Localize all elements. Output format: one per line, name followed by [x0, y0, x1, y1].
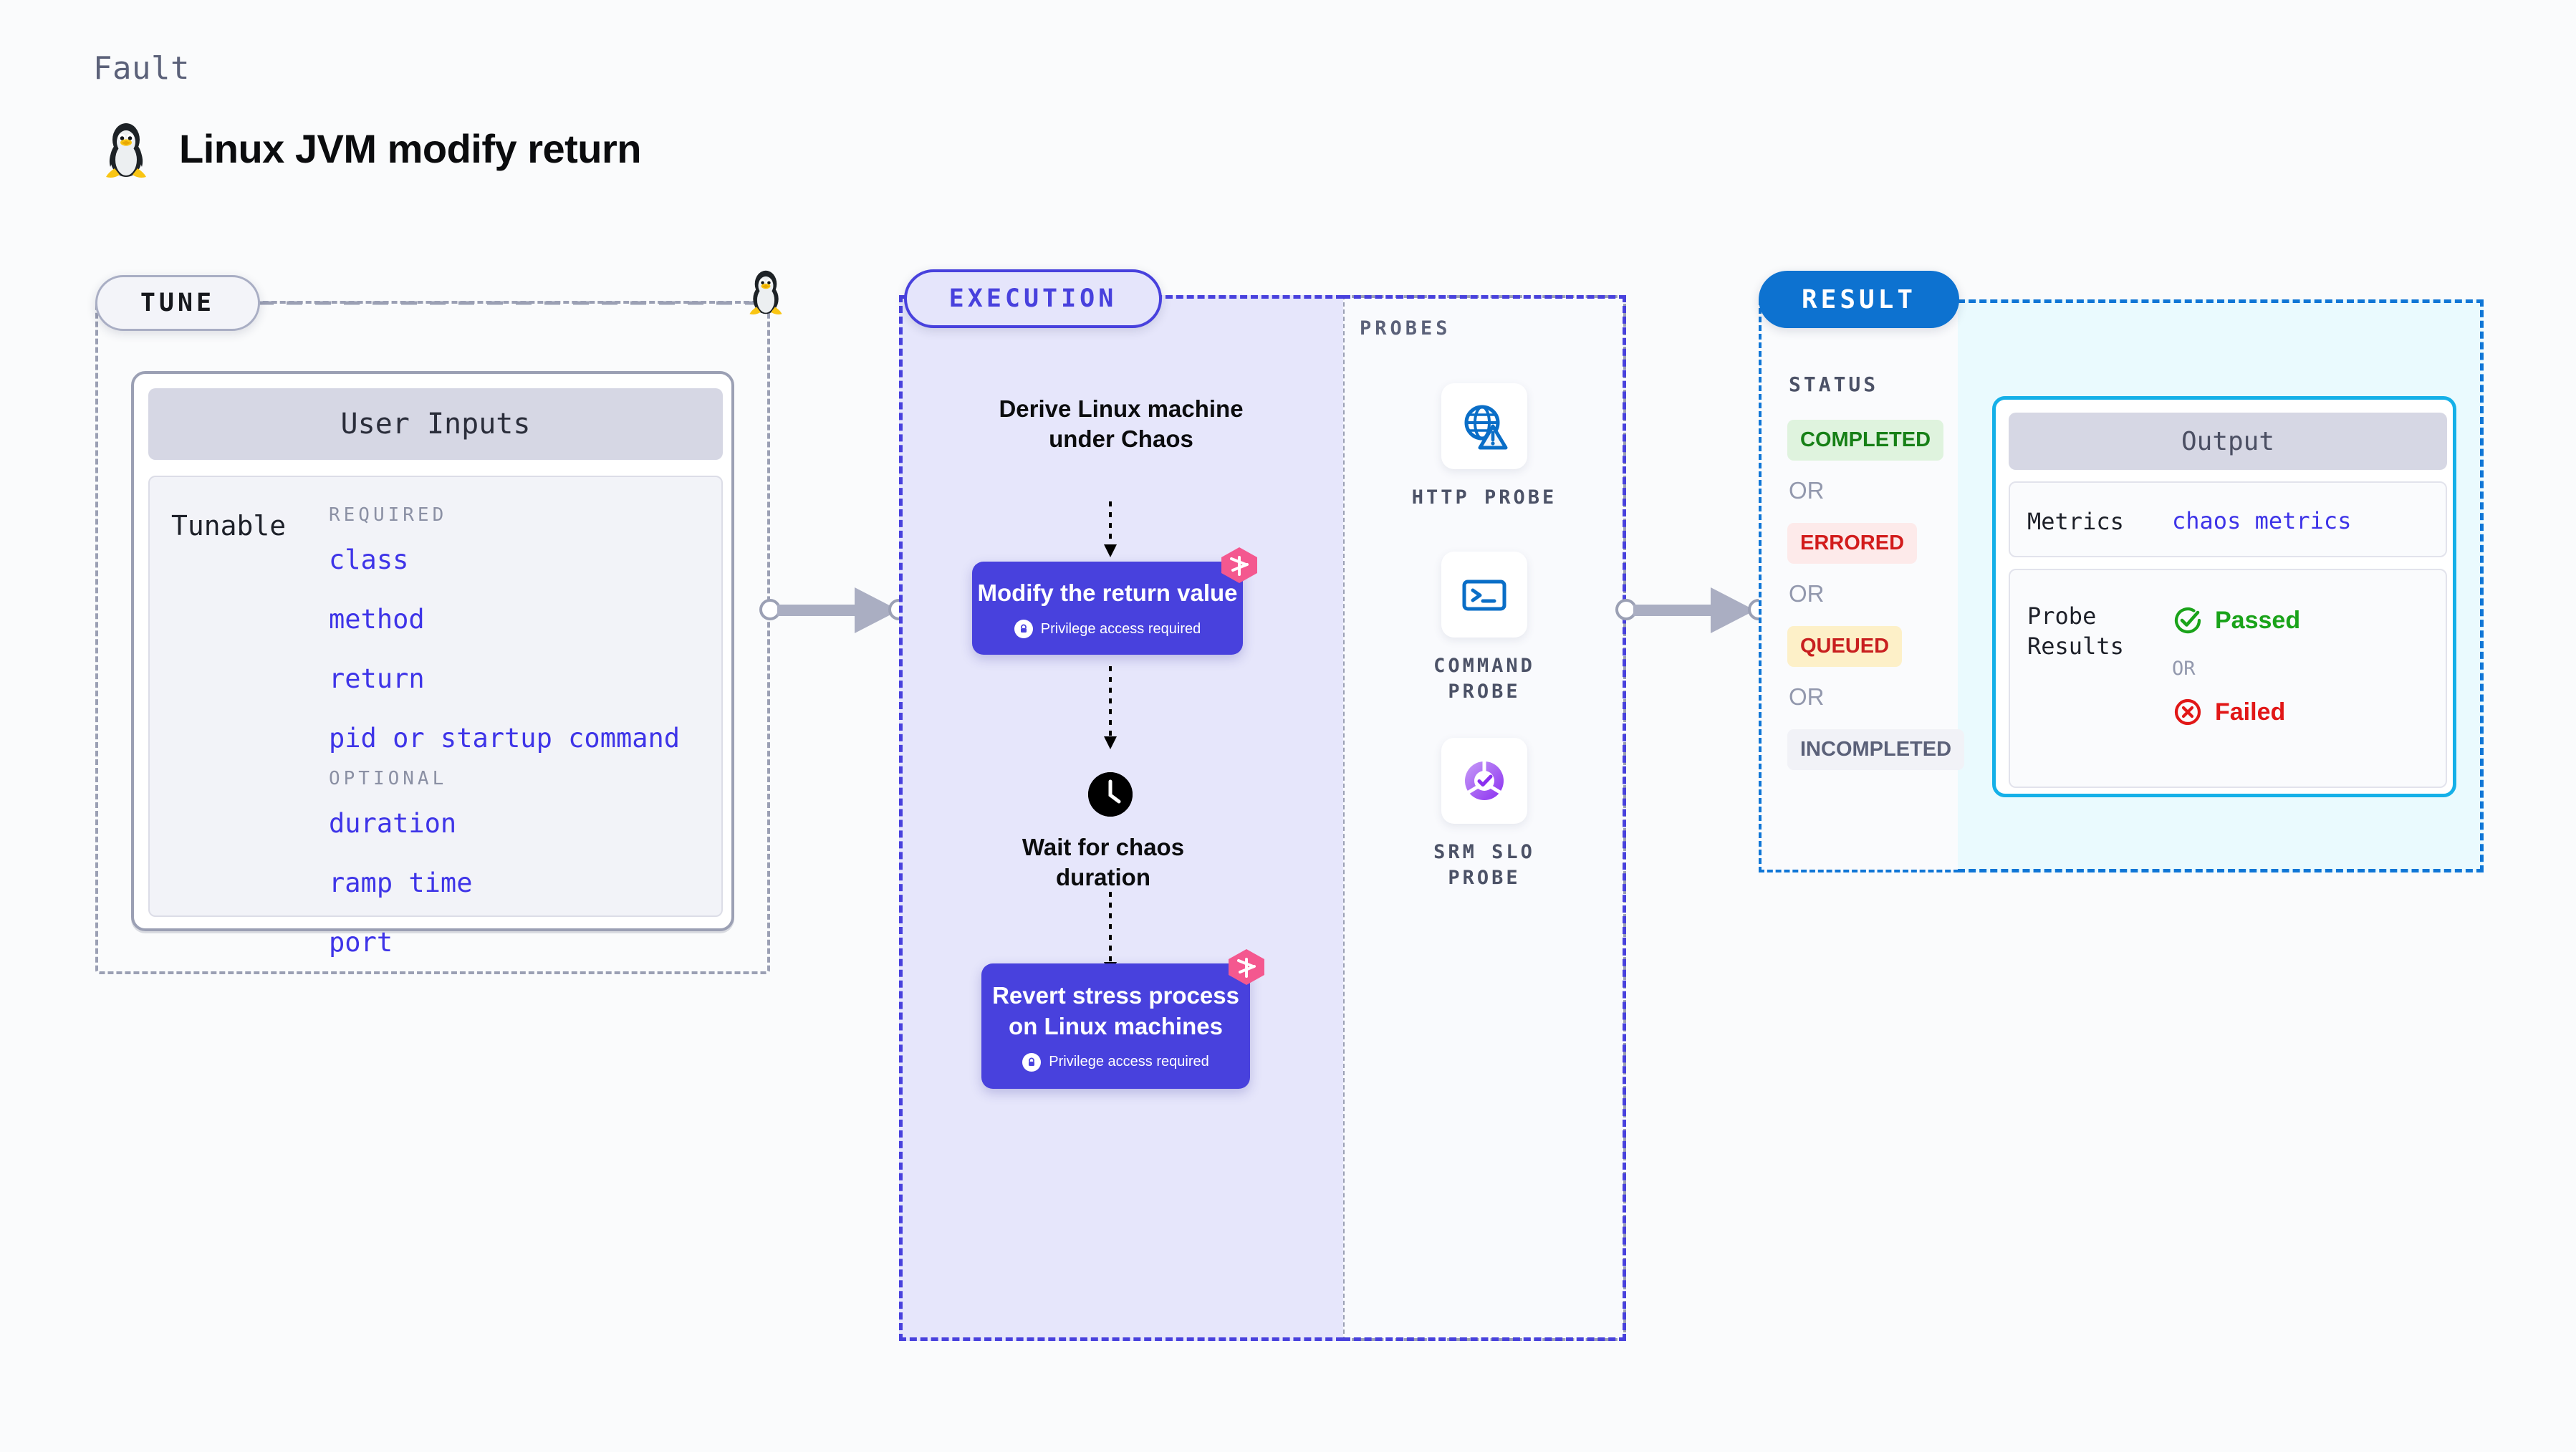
output-card: Output Metrics chaos metrics Probe Resul… [1992, 396, 2456, 797]
harness-logo-icon [1229, 949, 1264, 985]
metrics-value-link[interactable]: chaos metrics [2172, 507, 2352, 534]
result-pill[interactable]: RESULT [1759, 271, 1959, 328]
user-inputs-card: User Inputs Tunable REQUIRED class metho… [131, 371, 734, 958]
x-circle-icon [2174, 698, 2201, 726]
probe-command[interactable]: COMMAND PROBE [1395, 552, 1574, 706]
flow-step-revert-label: Revert stress process on Linux machines [992, 982, 1239, 1039]
privilege-note-1-text: Privilege access required [1040, 620, 1201, 637]
probe-results-key: Probe Results [2027, 602, 2124, 660]
privilege-note-2: Privilege access required [1022, 1052, 1209, 1072]
page-title-row: Linux JVM modify return [100, 118, 642, 178]
input-ramp-time[interactable]: ramp time [329, 867, 473, 898]
lock-icon [1014, 620, 1033, 639]
slo-check-icon [1441, 738, 1527, 824]
flow-step-revert-box[interactable]: Revert stress process on Linux machines … [981, 949, 1264, 1089]
optional-group-label: OPTIONAL [329, 768, 448, 789]
execution-pill[interactable]: EXECUTION [904, 269, 1162, 328]
probe-result-or: OR [2172, 658, 2196, 680]
probe-http-label: HTTP PROBE [1411, 486, 1557, 509]
required-group-label: REQUIRED [329, 504, 448, 526]
tune-pill[interactable]: TUNE [95, 275, 260, 331]
status-badge-queued: QUEUED [1787, 626, 1903, 667]
input-method[interactable]: method [329, 604, 425, 635]
lock-icon [1022, 1052, 1042, 1072]
flow-step-modify-return-label: Modify the return value [977, 579, 1238, 606]
flow-step-derive-label: Derive Linux machine under Chaos [999, 395, 1244, 453]
linux-penguin-icon [106, 123, 146, 178]
check-circle-icon [2174, 607, 2201, 634]
tune-top-dashed-line [258, 301, 766, 305]
user-inputs-header: User Inputs [148, 388, 723, 460]
harness-logo-icon [1221, 547, 1257, 583]
execution-panel [899, 295, 1343, 1341]
tune-to-execution-arrow [777, 587, 899, 633]
probe-command-label: COMMAND PROBE [1433, 655, 1535, 703]
probes-title: PROBES [1360, 317, 1451, 340]
status-badge-incompleted: INCOMPLETED [1787, 729, 1965, 770]
flow-step-modify-return-box[interactable]: Modify the return value Privilege access… [972, 547, 1257, 655]
privilege-note-2-text: Privilege access required [1049, 1054, 1209, 1070]
tunable-inputs-column: REQUIRED class method return pid or star… [329, 504, 701, 986]
probe-srm-slo-label: SRM SLO PROBE [1433, 841, 1535, 890]
status-or-1: OR [1789, 477, 1825, 504]
status-badge-errored: ERRORED [1787, 523, 1918, 564]
input-port[interactable]: port [329, 927, 393, 958]
tune-penguin-icon [749, 270, 782, 315]
status-or-3: OR [1789, 683, 1825, 710]
status-title: STATUS [1789, 372, 1879, 396]
input-class[interactable]: class [329, 544, 409, 575]
flow-step-wait-label: Wait for chaos duration [1022, 834, 1185, 891]
output-card-header: Output [2009, 413, 2447, 470]
input-return[interactable]: return [329, 663, 425, 694]
probe-http[interactable]: HTTP PROBE [1395, 383, 1574, 511]
status-or-2: OR [1789, 580, 1825, 607]
user-inputs-body: Tunable REQUIRED class method return pid… [148, 476, 723, 958]
probe-result-passed-label: Passed [2215, 606, 2301, 634]
clock-icon [1088, 772, 1133, 817]
tunable-label: Tunable [171, 510, 287, 542]
flow-arrow-2 [1104, 666, 1117, 749]
privilege-note-1: Privilege access required [1014, 620, 1201, 639]
execution-to-result-arrow [1633, 587, 1755, 633]
page-kicker: Fault [93, 50, 190, 87]
output-metrics-row: Metrics chaos metrics [2009, 481, 2447, 557]
probe-result-failed: Failed [2172, 696, 2285, 728]
input-duration[interactable]: duration [329, 808, 457, 839]
output-probe-results-row: Probe Results Passed OR Failed [2009, 569, 2447, 788]
input-pid-or-startup-command[interactable]: pid or startup command [329, 723, 681, 754]
metrics-key: Metrics [2027, 508, 2124, 535]
page-title: Linux JVM modify return [179, 125, 642, 171]
probe-srm-slo[interactable]: SRM SLO PROBE [1395, 738, 1574, 892]
flow-arrow-1 [1104, 501, 1117, 557]
result-status-panel [1759, 299, 1959, 872]
probe-result-failed-label: Failed [2215, 698, 2286, 726]
probe-result-passed: Passed [2172, 605, 2300, 636]
terminal-icon [1441, 552, 1527, 638]
status-badge-completed: COMPLETED [1787, 420, 1944, 461]
globe-warning-icon [1441, 383, 1527, 469]
